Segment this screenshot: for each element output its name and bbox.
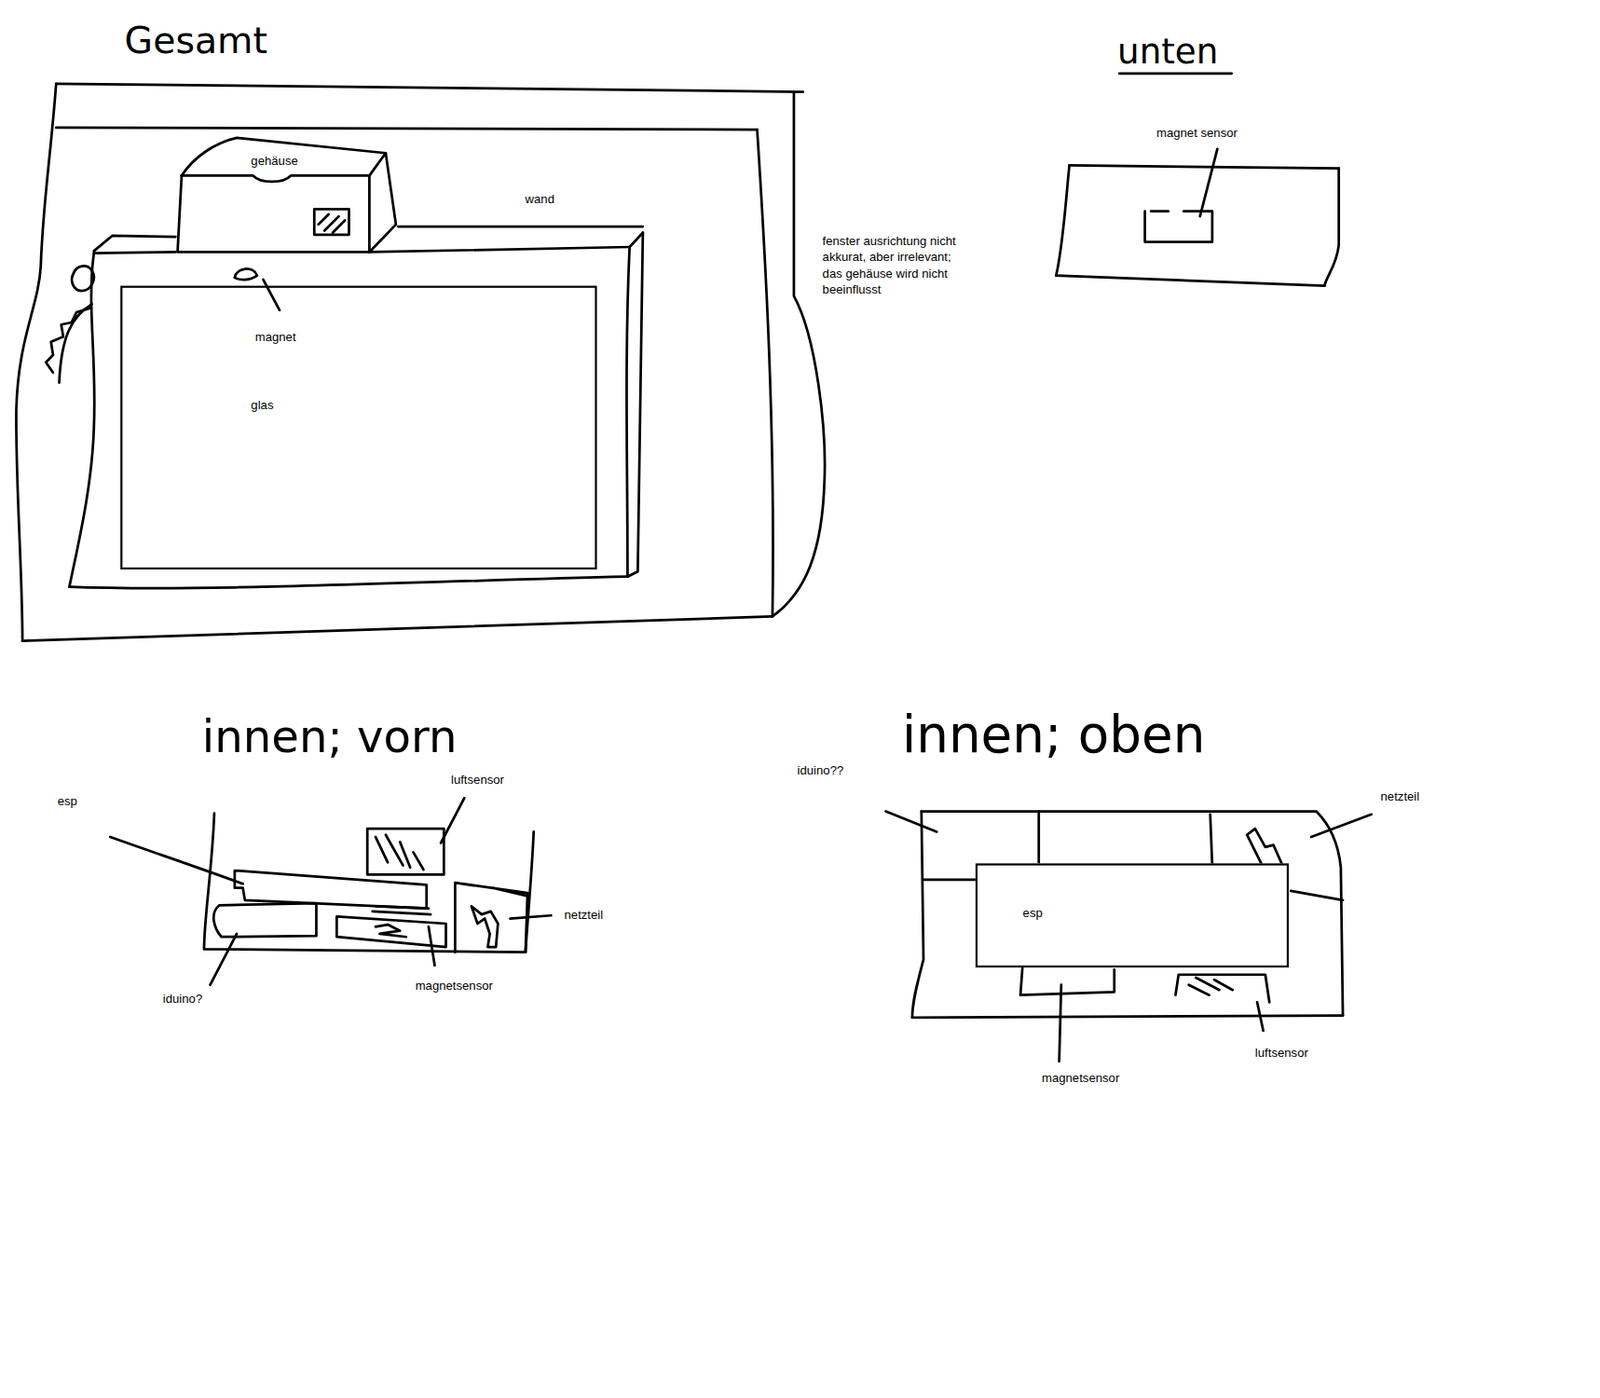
wall-outline	[757, 129, 774, 616]
housing-outline	[369, 152, 396, 252]
part-label: luftsensor	[1255, 1045, 1309, 1061]
inside-front-view	[440, 797, 465, 843]
node-label: esp	[1023, 905, 1043, 921]
part-label: luftsensor	[451, 772, 505, 788]
inside-front-view	[471, 905, 498, 947]
wall-outline	[15, 83, 56, 642]
window-frame	[627, 232, 643, 577]
part-label: magnetsensor	[415, 978, 493, 994]
bottom-view	[1069, 164, 1340, 168]
inside-top-view	[912, 811, 924, 1018]
inside-front-view	[213, 902, 316, 937]
inside-top-view	[921, 811, 1343, 1016]
panel-heading: Gesamt	[124, 18, 268, 63]
window-frame	[94, 251, 177, 253]
wall-outline	[55, 127, 757, 130]
part-label: magnetsensor	[1041, 1069, 1120, 1085]
part-label: iduino?	[163, 991, 203, 1007]
inside-front-view	[210, 933, 237, 985]
window-frame	[94, 235, 177, 251]
part-label: wand	[525, 191, 555, 207]
inside-top-view	[1189, 977, 1233, 996]
inside-top-view	[1246, 828, 1282, 863]
inside-top-view	[1257, 1001, 1264, 1031]
inside-front-view	[109, 797, 551, 985]
magnet-symbol	[234, 268, 280, 310]
window-frame	[629, 232, 643, 247]
inside-front-view	[372, 905, 431, 915]
inside-top-view	[885, 811, 937, 833]
wall-outline	[15, 83, 825, 642]
node-label: glas	[250, 397, 274, 413]
inside-front-view	[375, 924, 407, 937]
window-handle	[45, 308, 90, 373]
housing-outline	[181, 137, 386, 177]
part-label: magnet	[255, 328, 297, 344]
bottom-view	[1055, 164, 1069, 275]
bottom-view	[1324, 168, 1339, 287]
glass-pane: glas	[120, 286, 597, 570]
inside-front-view	[510, 915, 552, 918]
housing-outline	[314, 208, 349, 234]
panel-heading: innen; oben	[902, 704, 1205, 766]
panel-heading: innen; vorn	[202, 710, 458, 765]
inside-top-view	[1059, 984, 1062, 1062]
note: fenster ausrichtung nicht akkurat, aber …	[822, 232, 966, 299]
part-label: netzteil	[564, 907, 604, 923]
inside-front-view	[367, 828, 444, 875]
inside-front-view	[109, 836, 243, 884]
inside-top-view	[1311, 814, 1372, 837]
window-frame	[369, 246, 630, 252]
inside-front-view	[375, 834, 424, 870]
magnet-symbol	[263, 279, 281, 311]
wall-outline	[55, 83, 804, 93]
wall-outline	[22, 615, 773, 641]
esp-board: esp	[975, 862, 1289, 968]
panel-heading: unten	[1117, 30, 1218, 73]
bottom-view	[1145, 211, 1213, 243]
window-frame	[68, 253, 95, 588]
window-frame	[68, 226, 643, 589]
node-label: gehäuse	[250, 153, 298, 169]
magnet-symbol	[234, 268, 258, 280]
part-label: netzteil	[1381, 789, 1421, 805]
housing-outline	[318, 214, 345, 233]
inside-top-view	[1020, 967, 1115, 996]
part-label: esp	[57, 793, 78, 809]
bottom-view	[1055, 73, 1339, 287]
inside-front-view	[234, 870, 427, 909]
inside-front-view	[428, 926, 436, 966]
window-handle	[45, 265, 94, 383]
bottom-view	[1200, 149, 1218, 217]
housing-outline	[177, 175, 370, 252]
inside-top-view	[885, 811, 1371, 1062]
inside-top-view	[912, 1015, 1343, 1018]
window-frame	[397, 225, 643, 229]
inside-front-view	[204, 813, 526, 953]
window-frame	[68, 576, 628, 589]
bottom-view	[1055, 275, 1325, 287]
inside-top-view	[1175, 974, 1270, 1003]
housing-outline	[173, 135, 400, 258]
wall-outline	[772, 92, 825, 617]
part-label: iduino??	[797, 763, 845, 779]
bottom-view	[1119, 71, 1231, 75]
window-frame	[626, 246, 630, 577]
housing-box: gehäuse	[173, 135, 400, 258]
window-handle	[71, 265, 95, 291]
housing-outline	[181, 175, 370, 182]
part-label: magnet sensor	[1156, 124, 1238, 140]
